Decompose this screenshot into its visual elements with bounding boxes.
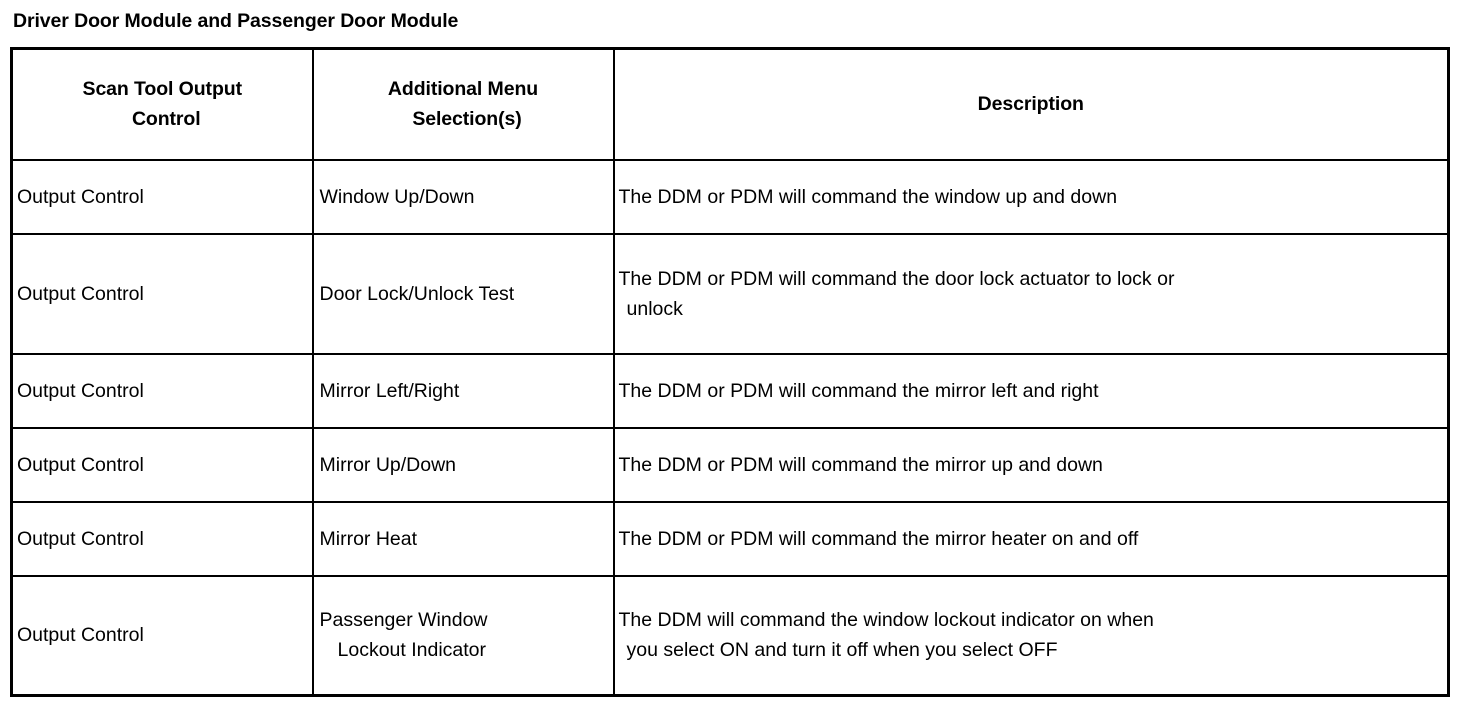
cell-scan-tool-output-control-text: Output Control [17,624,144,647]
cell-additional-menu-selection-line1: Window Up/Down [319,185,475,208]
cell-scan-tool-output-control: Output Control [10,158,314,235]
cell-description: The DDM or PDM will command the mirror u… [612,426,1450,503]
cell-description: The DDM or PDM will command the window u… [612,158,1450,235]
cell-description-line1: The DDM or PDM will command the mirror h… [618,527,1139,550]
table-row: Output Control Passenger Window Lockout … [10,574,1450,697]
cell-scan-tool-output-control: Output Control [10,352,314,429]
cell-additional-menu-selection: Mirror Up/Down [311,426,615,503]
table-row: Output Control Window Up/Down The DDM or… [10,158,1450,235]
table-row: Output Control Door Lock/Unlock Test The… [10,232,1450,355]
column-header-scan-tool-output-control: Scan Tool Output Control [10,47,314,161]
cell-additional-menu-selection: Door Lock/Unlock Test [311,232,615,355]
cell-description: The DDM or PDM will command the door loc… [612,232,1450,355]
table-header-row: Scan Tool Output Control Additional Menu… [10,47,1450,161]
cell-scan-tool-output-control: Output Control [10,232,314,355]
cell-additional-menu-selection-line1: Door Lock/Unlock Test [319,282,515,305]
cell-additional-menu-selection: Window Up/Down [311,158,615,235]
column-header-scan-tool-output-control-line1: Scan Tool Output [82,78,243,101]
cell-description-line1: The DDM or PDM will command the door loc… [618,267,1175,290]
scan-tool-output-control-table: Scan Tool Output Control Additional Menu… [10,47,1450,697]
cell-description-line1: The DDM or PDM will command the mirror l… [618,379,1099,402]
cell-additional-menu-selection: Mirror Left/Right [311,352,615,429]
cell-additional-menu-selection-line1: Passenger Window [319,609,488,632]
table-header: Scan Tool Output Control Additional Menu… [10,47,1450,161]
cell-scan-tool-output-control-text: Output Control [17,379,144,402]
cell-description-line1: The DDM or PDM will command the mirror u… [618,453,1103,476]
cell-scan-tool-output-control: Output Control [10,574,314,697]
table-row: Output Control Mirror Up/Down The DDM or… [10,426,1450,503]
cell-description-line2: you select ON and turn it off when you s… [626,639,1058,662]
cell-scan-tool-output-control-text: Output Control [17,453,144,476]
table-row: Output Control Mirror Heat The DDM or PD… [10,500,1450,577]
cell-description-line1: The DDM will command the window lockout … [618,609,1154,632]
table-body: Output Control Window Up/Down The DDM or… [10,158,1450,697]
cell-scan-tool-output-control: Output Control [10,500,314,577]
cell-additional-menu-selection-line1: Mirror Left/Right [319,379,460,402]
cell-additional-menu-selection: Passenger Window Lockout Indicator [311,574,615,697]
column-header-description-label: Description [977,93,1084,116]
cell-scan-tool-output-control-text: Output Control [17,282,144,305]
table-row: Output Control Mirror Left/Right The DDM… [10,352,1450,429]
cell-scan-tool-output-control-text: Output Control [17,527,144,550]
cell-description-line2: unlock [626,297,683,320]
cell-additional-menu-selection-line2: Lockout Indicator [337,639,487,662]
cell-description-line1: The DDM or PDM will command the window u… [618,185,1118,208]
cell-additional-menu-selection: Mirror Heat [311,500,615,577]
cell-additional-menu-selection-line1: Mirror Heat [319,527,418,550]
page-title: Driver Door Module and Passenger Door Mo… [13,10,459,32]
column-header-additional-menu-selections: Additional Menu Selection(s) [311,47,615,161]
column-header-additional-menu-selections-line1: Additional Menu [387,78,539,101]
cell-description: The DDM or PDM will command the mirror l… [612,352,1450,429]
cell-scan-tool-output-control-text: Output Control [17,185,144,208]
column-header-description: Description [612,47,1450,161]
cell-description: The DDM will command the window lockout … [612,574,1450,697]
column-header-additional-menu-selections-line2: Selection(s) [412,108,522,131]
cell-additional-menu-selection-line1: Mirror Up/Down [319,453,457,476]
column-header-scan-tool-output-control-line2: Control [131,108,201,131]
cell-description: The DDM or PDM will command the mirror h… [612,500,1450,577]
cell-scan-tool-output-control: Output Control [10,426,314,503]
